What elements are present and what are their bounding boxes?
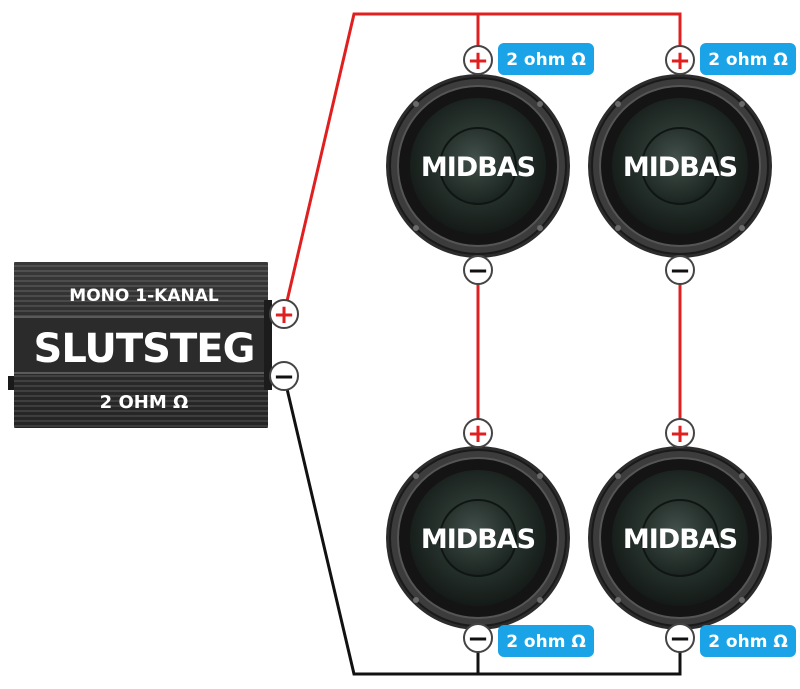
impedance-label: 2 ohm Ω xyxy=(708,632,788,652)
screw-icon xyxy=(413,473,419,479)
screw-icon xyxy=(615,225,621,231)
impedance-label: 2 ohm Ω xyxy=(506,632,586,652)
dust-cap xyxy=(641,127,719,205)
screw-icon xyxy=(615,597,621,603)
amp-title: SLUTSTEG xyxy=(34,326,255,372)
speaker-2: MIDBAS + − 2 ohm Ω xyxy=(588,43,796,286)
speaker-positive-terminal: + xyxy=(463,418,493,449)
screw-icon xyxy=(413,225,419,231)
dust-cap xyxy=(439,499,517,577)
speaker-positive-terminal: + xyxy=(665,418,695,449)
amp-positive-wire xyxy=(282,12,682,315)
amp-channel-label: MONO 1-KANAL xyxy=(69,286,219,306)
speaker-label: MIDBAS xyxy=(421,524,535,555)
screw-icon xyxy=(413,597,419,603)
plus-icon: + xyxy=(467,419,489,449)
impedance-label: 2 ohm Ω xyxy=(506,50,586,70)
plus-icon: + xyxy=(467,46,489,76)
speaker-label: MIDBAS xyxy=(623,152,737,183)
speaker-1: MIDBAS + − 2 ohm Ω xyxy=(386,43,594,286)
speaker-positive-terminal: + xyxy=(665,45,695,76)
amplifier: MONO 1-KANAL SLUTSTEG 2 OHM Ω xyxy=(8,262,272,428)
plus-icon: + xyxy=(273,300,295,330)
screw-icon xyxy=(615,101,621,107)
speaker-4: MIDBAS + −2 ohm Ω xyxy=(588,418,796,657)
impedance-badge: 2 ohm Ω xyxy=(700,43,796,75)
speaker-label: MIDBAS xyxy=(623,524,737,555)
minus-icon: − xyxy=(467,624,489,654)
screw-icon xyxy=(413,101,419,107)
impedance-badge: 2 ohm Ω xyxy=(498,625,594,657)
speaker-negative-terminal: − xyxy=(665,623,695,654)
impedance-badge: 2 ohm Ω xyxy=(700,625,796,657)
screw-icon xyxy=(739,473,745,479)
speaker-label: MIDBAS xyxy=(421,152,535,183)
impedance-badge: 2 ohm Ω xyxy=(498,43,594,75)
screw-icon xyxy=(615,473,621,479)
screw-icon xyxy=(739,225,745,231)
speaker-negative-terminal: − xyxy=(463,623,493,654)
amp-impedance-label: 2 OHM Ω xyxy=(100,392,189,413)
minus-icon: − xyxy=(467,256,489,286)
screw-icon xyxy=(739,101,745,107)
amp-negative-terminal: − xyxy=(269,361,299,392)
plus-icon: + xyxy=(669,46,691,76)
minus-icon: − xyxy=(669,624,691,654)
impedance-label: 2 ohm Ω xyxy=(708,50,788,70)
speaker-negative-terminal: − xyxy=(463,255,493,286)
speaker-positive-terminal: + xyxy=(463,45,493,76)
screw-icon xyxy=(739,597,745,603)
plus-icon: + xyxy=(669,419,691,449)
dust-cap xyxy=(439,127,517,205)
minus-icon: − xyxy=(273,362,295,392)
screw-icon xyxy=(537,225,543,231)
amp-negative-wire xyxy=(282,375,682,676)
screw-icon xyxy=(537,101,543,107)
speaker-3: MIDBAS + −2 ohm Ω xyxy=(386,418,594,657)
dust-cap xyxy=(641,499,719,577)
positive-wires xyxy=(282,12,682,433)
speaker-negative-terminal: − xyxy=(665,255,695,286)
amp-positive-terminal: + xyxy=(269,299,299,330)
minus-icon: − xyxy=(669,256,691,286)
screw-icon xyxy=(537,473,543,479)
screw-icon xyxy=(537,597,543,603)
